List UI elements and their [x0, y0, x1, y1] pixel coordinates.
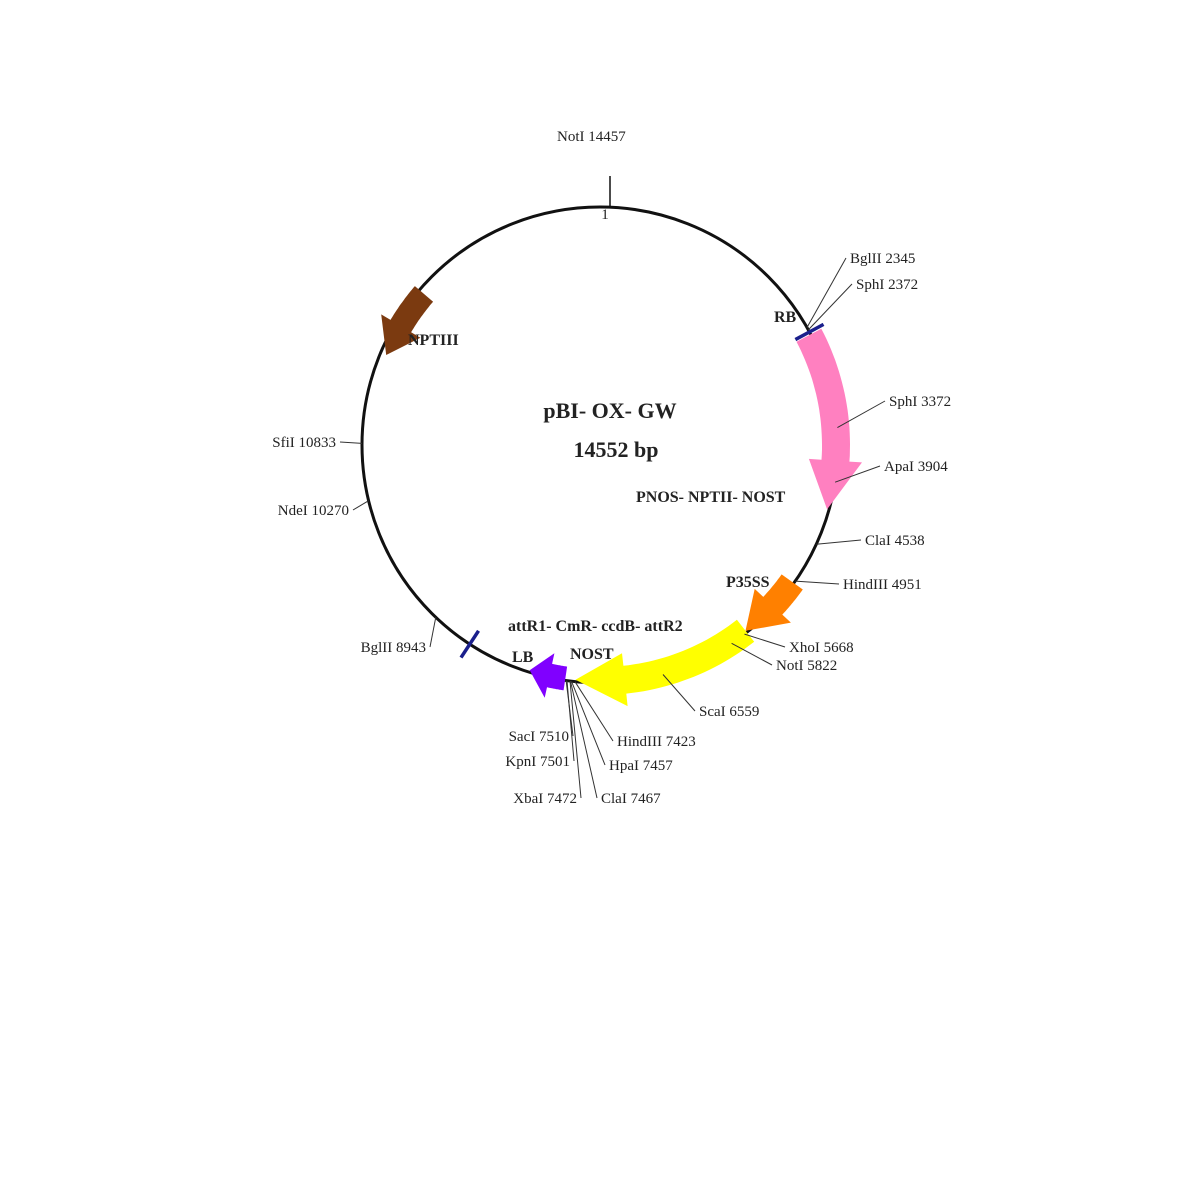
site-leader [731, 642, 773, 666]
restriction-site-label: BglII 8943 [361, 640, 426, 656]
site-leader [834, 465, 881, 483]
restriction-site-label: ClaI 4538 [865, 533, 925, 549]
features-layer: PNOS- NPTII- NOST P35SS attR1- CmR- ccdB- … [381, 286, 862, 707]
border-marker-lb [459, 629, 480, 659]
feature-label-nost: NOST [570, 646, 614, 663]
feature-arrow-nost [529, 653, 568, 698]
site-leader [744, 633, 786, 648]
feature-label-nptiii: NPTIII [408, 332, 459, 349]
site-leader [569, 681, 582, 799]
site-leader [352, 500, 369, 511]
restriction-site-label: SacI 7510 [509, 729, 569, 745]
restriction-site-label: SphI 3372 [889, 394, 951, 410]
restriction-site-label: ApaI 3904 [884, 459, 948, 475]
site-leader [807, 283, 853, 331]
restriction-site-label: ClaI 7467 [601, 791, 661, 807]
feature-arrow-nptiii [381, 286, 434, 355]
site-leader [837, 400, 886, 429]
restriction-site-label: XhoI 5668 [789, 640, 854, 656]
site-leader [339, 441, 363, 444]
feature-label-p35ss: P35SS [726, 574, 770, 591]
feature-arrow-attr-cassette [575, 619, 755, 707]
site-leader [816, 539, 862, 545]
site-leader [570, 681, 598, 799]
borders-layer: RB LB [459, 309, 825, 666]
restriction-site-label: KpnI 7501 [505, 754, 570, 770]
origin-label: 1 [601, 207, 609, 223]
border-marker-rb [794, 322, 825, 342]
restriction-site-label: HpaI 7457 [609, 758, 673, 774]
site-leader [795, 580, 840, 585]
feature-label-attr-cassette: attR1- CmR- ccdB- attR2 [508, 618, 683, 635]
restriction-site-label: BglII 2345 [850, 251, 915, 267]
restriction-site-label: HindIII 4951 [843, 577, 922, 593]
restriction-site-label: NdeI 10270 [278, 503, 349, 519]
site-leader [429, 617, 437, 648]
restriction-site-label: HindIII 7423 [617, 734, 696, 750]
site-leader [571, 681, 606, 766]
site-leader [574, 681, 614, 742]
site-leader [565, 680, 574, 737]
feature-label-pnos-nptii-nost: PNOS- NPTII- NOST [636, 489, 786, 506]
restriction-site-label: NotI 14457 [557, 129, 626, 145]
restriction-site-label: NotI 5822 [776, 658, 837, 674]
plasmid-name: pBI- OX- GW [543, 398, 676, 423]
restriction-site-label: ScaI 6559 [699, 704, 759, 720]
restriction-site-label: SphI 2372 [856, 277, 918, 293]
plasmid-size: 14552 bp [574, 437, 659, 462]
restriction-site-label: SfiI 10833 [272, 435, 336, 451]
border-label-lb: LB [512, 649, 534, 666]
restriction-site-label: XbaI 7472 [513, 791, 577, 807]
site-leader [806, 257, 847, 328]
feature-arrow-pnos-nptii-nost [796, 328, 862, 510]
feature-arrow-p35ss [745, 574, 803, 631]
site-leader [662, 674, 696, 712]
border-label-rb: RB [774, 309, 797, 326]
